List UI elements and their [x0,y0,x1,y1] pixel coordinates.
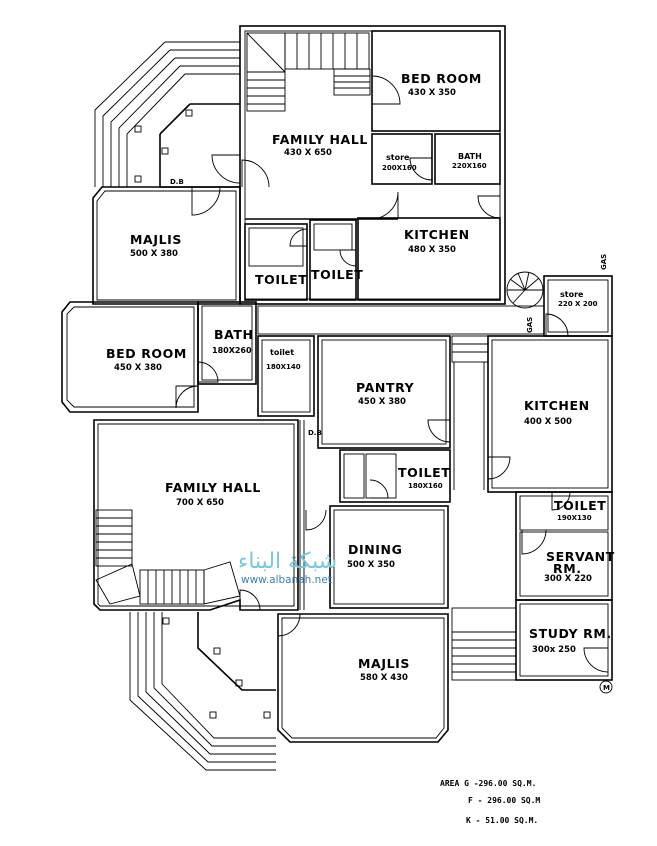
servant-name: SERVANT [546,549,615,564]
side-unit-walls [257,275,613,694]
db-label-top: D.B [170,178,184,186]
store-2-name: store [560,290,584,299]
dining-walls [329,505,449,609]
toilet-d-size: 180X160 [408,482,443,490]
room-labels: BED ROOM 430 X 350 FAMILY HALL 430 X 650… [106,71,615,692]
pantry-walls [317,335,451,449]
upper-outer-wall [239,25,506,305]
toilet-b-name: TOILET [311,267,363,282]
kitchen-2-size: 400 X 500 [524,417,572,427]
gas-label-2: GAS [526,317,534,333]
bed-room-2-size: 450 X 380 [114,363,162,373]
majlis-2-name: MAJLIS [358,656,410,671]
pantry-name: PANTRY [356,380,415,395]
family-hall-1-size: 430 X 650 [284,148,332,158]
pantry-size: 450 X 380 [358,397,406,407]
toilet-c-size: 180X140 [266,363,301,371]
area-line-k: K - 51.00 SQ.M. [466,816,538,825]
bath-1-name: BATH [458,152,482,161]
store-2-size: 220 X 200 [558,300,598,308]
bed-room-1-walls [371,30,501,132]
bed-room-2-name: BED ROOM [106,346,187,361]
watermark-url: www.albanah.net [241,574,332,586]
study-size: 300x 250 [532,645,576,655]
majlis-1-size: 500 X 380 [130,249,178,259]
toilet-d-name: TOILET [398,465,450,480]
watermark: شبكة البناء www.albanah.net [238,549,337,586]
majlis-1-walls [92,186,241,305]
bath-1-size: 220X160 [452,162,487,170]
db-label-mid: D.B [308,429,322,437]
toilet-c-name: toilet [270,348,294,357]
lower-unit-walls [61,301,517,771]
kitchen-1-walls [357,217,501,301]
majlis-2-walls [277,613,449,743]
store-1-size: 200X160 [382,164,417,172]
bath-2-size: 180X260 [212,346,252,355]
area-summary: AREA G -296.00 SQ.M. F - 296.00 SQ.M K -… [440,779,540,825]
upper-unit-walls [92,25,544,309]
area-line-ground: AREA G -296.00 SQ.M. [440,779,536,788]
toilet-a-name: TOILET [255,272,307,287]
kitchen-1-size: 480 X 350 [408,245,456,255]
kitchen-2-name: KITCHEN [524,398,590,413]
majlis-1-name: MAJLIS [130,232,182,247]
kitchen-1-name: KITCHEN [404,227,470,242]
toilet-e-name: TOILET [554,498,606,513]
bath-2-name: BATH [214,327,254,342]
family-hall-1-name: FAMILY HALL [272,132,368,147]
servant-size: 300 X 220 [544,574,592,584]
area-line-first: F - 296.00 SQ.M [468,796,540,805]
toilet-e-size: 190X130 [557,514,592,522]
family-hall-2-size: 700 X 650 [176,498,224,508]
study-name: STUDY RM. [529,626,612,641]
bed-room-1-name: BED ROOM [401,71,482,86]
dining-name: DINING [348,542,402,557]
bed-room-1-size: 430 X 350 [408,88,456,98]
servant-name-2: RM. [553,561,582,576]
dining-size: 500 X 350 [347,560,395,570]
meter-label: M [603,684,610,692]
store-1-name: store [386,153,410,162]
family-hall-2-name: FAMILY HALL [165,480,261,495]
watermark-arabic: شبكة البناء [238,549,337,574]
gas-label-1: GAS [600,254,608,270]
majlis-2-size: 580 X 430 [360,673,408,683]
